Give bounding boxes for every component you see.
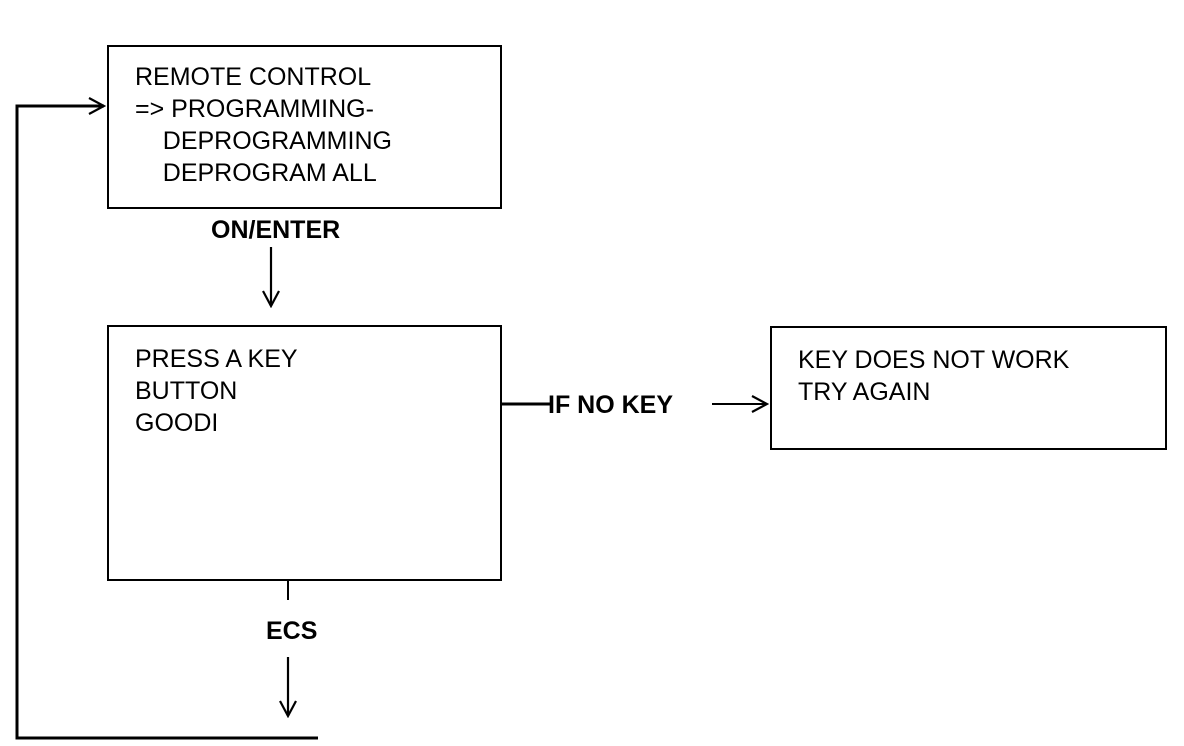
menu-box-text: REMOTE CONTROL => PROGRAMMING- DEPROGRAM…: [135, 61, 392, 189]
label-on-enter: ON/ENTER: [211, 216, 341, 244]
error-box: KEY DOES NOT WORK TRY AGAIN: [770, 326, 1167, 450]
press-line-good: GOODI: [135, 409, 219, 437]
menu-line-deprogramming: DEPROGRAMMING: [135, 127, 392, 155]
menu-line-programming: => PROGRAMMING-: [135, 95, 374, 123]
error-line-try-again: TRY AGAIN: [798, 378, 931, 406]
menu-line-deprogram-all: DEPROGRAM ALL: [135, 159, 377, 187]
press-line-press-a-key: PRESS A KEY: [135, 345, 298, 373]
label-ecs: ECS: [266, 617, 318, 645]
return-loop: [15, 106, 318, 740]
press-line-button: BUTTON: [135, 377, 238, 405]
error-box-text: KEY DOES NOT WORK TRY AGAIN: [798, 344, 1069, 408]
label-if-no-key: IF NO KEY: [548, 391, 674, 419]
press-key-box-text: PRESS A KEY BUTTON GOODI: [135, 343, 298, 439]
menu-line-title: REMOTE CONTROL: [135, 63, 372, 91]
error-line-not-work: KEY DOES NOT WORK: [798, 346, 1070, 374]
press-key-box: PRESS A KEY BUTTON GOODI: [107, 325, 502, 581]
menu-box: REMOTE CONTROL => PROGRAMMING- DEPROGRAM…: [107, 45, 502, 209]
